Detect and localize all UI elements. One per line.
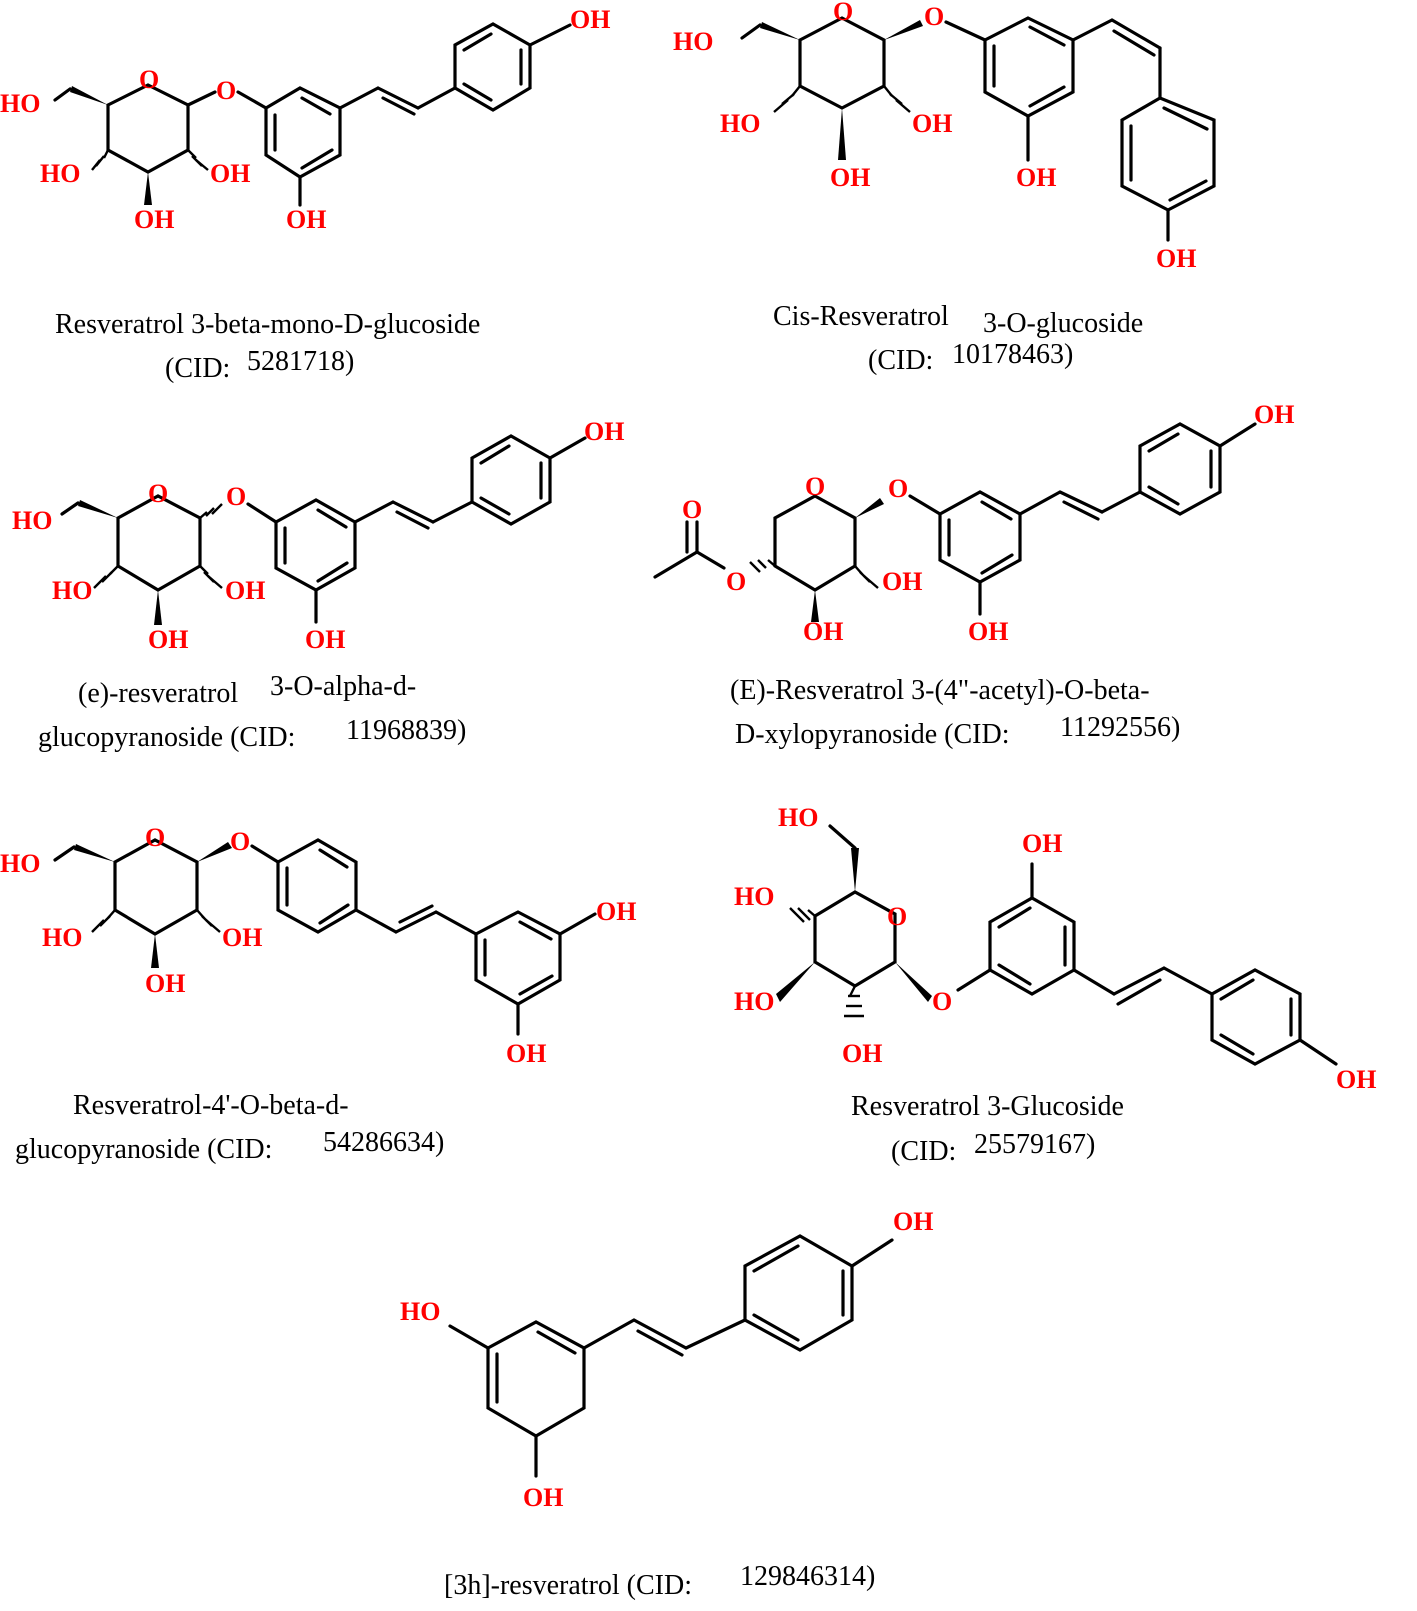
compound-name: Resveratrol-4'-O-beta-d- [73, 1090, 349, 1121]
compound-name-suffix: 3-O-alpha-d- [270, 671, 416, 702]
compound-name: Resveratrol 3-Glucoside [851, 1091, 1124, 1122]
label-oh: OH [596, 897, 636, 926]
label-ho: HO [0, 89, 40, 118]
compound-3-caption: (e)-resveratrol 3-O-alpha-d- glucopyrano… [38, 671, 466, 753]
label-ho: HO [40, 159, 80, 188]
label-ring-o: O [887, 902, 907, 931]
cid-value: 54286634) [323, 1127, 444, 1158]
label-ho: HO [42, 923, 82, 952]
compound-name: Resveratrol 3-beta-mono-D-glucoside [55, 309, 480, 340]
label-oh: OH [210, 159, 250, 188]
label-carbonyl-o: O [682, 495, 702, 524]
label-oh: OH [1336, 1065, 1376, 1094]
compound-name-line2: D-xylopyranoside (CID: [735, 719, 1010, 750]
compound-1-caption: Resveratrol 3-beta-mono-D-glucoside (CID… [55, 309, 480, 384]
label-ho: HO [734, 882, 774, 911]
label-ho: HO [400, 1297, 440, 1326]
label-ring-o: O [148, 479, 168, 508]
cid-prefix: (CID: [891, 1136, 956, 1167]
label-ho: HO [734, 987, 774, 1016]
label-oh: OH [803, 617, 843, 646]
label-oh: OH [1254, 400, 1294, 429]
compound-2-structure: HO O O HO OH OH OH OH [673, 0, 1216, 273]
cid-prefix: (CID: [165, 353, 230, 384]
compound-name: Cis-Resveratrol [773, 301, 949, 332]
label-oh: OH [1022, 829, 1062, 858]
label-oh: OH [1016, 163, 1056, 192]
cid-value: 25579167) [974, 1129, 1095, 1160]
cid-prefix: (CID: [868, 345, 933, 376]
cid-value: 129846314) [740, 1561, 875, 1592]
compound-name: (e)-resveratrol [78, 678, 238, 709]
label-ho: HO [778, 803, 818, 832]
label-glycosidic-o: O [230, 827, 250, 856]
compound-name-line2: glucopyranoside (CID: [15, 1134, 272, 1165]
label-oh: OH [1156, 244, 1196, 273]
label-oh: OH [882, 567, 922, 596]
label-oh: OH [912, 109, 952, 138]
compound-name: [3h]-resveratrol (CID: [444, 1570, 692, 1601]
cid-value: 11968839) [346, 715, 466, 746]
label-oh: OH [286, 205, 326, 234]
label-oh: OH [584, 417, 624, 446]
label-ho: HO [0, 849, 40, 878]
label-ho: HO [673, 27, 713, 56]
label-oh: OH [893, 1207, 933, 1236]
compound-3-structure: OH HO O O HO OH OH OH [12, 417, 624, 654]
label-oh: OH [506, 1039, 546, 1068]
label-glycosidic-o: O [932, 987, 952, 1016]
label-glycosidic-o: O [924, 2, 944, 31]
compound-5-structure: HO O O HO OH OH OH OH [0, 823, 636, 1068]
label-ring-o: O [139, 65, 159, 94]
label-glycosidic-o: O [226, 482, 246, 511]
label-ho: HO [52, 576, 92, 605]
label-oh: OH [570, 5, 610, 34]
cid-value: 5281718) [247, 346, 354, 377]
label-ho: HO [720, 109, 760, 138]
label-oh: OH [145, 969, 185, 998]
compound-6-structure: HO OH HO O HO O OH OH [734, 803, 1376, 1094]
label-oh: OH [842, 1039, 882, 1068]
cid-value: 11292556) [1060, 712, 1180, 743]
compound-5-caption: Resveratrol-4'-O-beta-d- glucopyranoside… [15, 1090, 444, 1165]
compound-1-structure: OH HO O O HO OH OH OH [0, 5, 610, 234]
label-ring-o: O [833, 0, 853, 26]
compound-7-caption: [3h]-resveratrol (CID: 129846314) [444, 1561, 875, 1601]
label-oh: OH [134, 205, 174, 234]
label-glycosidic-o: O [216, 76, 236, 105]
compound-6-caption: Resveratrol 3-Glucoside (CID: 25579167) [851, 1091, 1124, 1167]
compound-name: (E)-Resveratrol 3-(4"-acetyl)-O-beta- [730, 675, 1150, 706]
label-oh: OH [222, 923, 262, 952]
label-oh: OH [523, 1483, 563, 1512]
label-glycosidic-o: O [888, 474, 908, 503]
compound-2-caption: Cis-Resveratrol 3-O-glucoside (CID: 1017… [773, 301, 1143, 376]
label-oh: OH [830, 163, 870, 192]
label-ring-o: O [805, 472, 825, 501]
label-ring-o: O [145, 823, 165, 852]
compound-4-structure: OH O O O O OH OH OH [653, 400, 1294, 646]
label-oh: OH [305, 625, 345, 654]
compound-name-line2: glucopyranoside (CID: [38, 722, 295, 753]
compound-name-suffix: 3-O-glucoside [983, 308, 1143, 339]
label-oh: OH [225, 576, 265, 605]
compound-4-caption: (E)-Resveratrol 3-(4"-acetyl)-O-beta- D-… [730, 675, 1180, 750]
label-ho: HO [12, 506, 52, 535]
label-oh: OH [968, 617, 1008, 646]
cid-value: 10178463) [952, 339, 1073, 370]
compound-7-structure: OH HO OH [400, 1207, 933, 1512]
label-oh: OH [148, 625, 188, 654]
label-ester-o: O [726, 567, 746, 596]
